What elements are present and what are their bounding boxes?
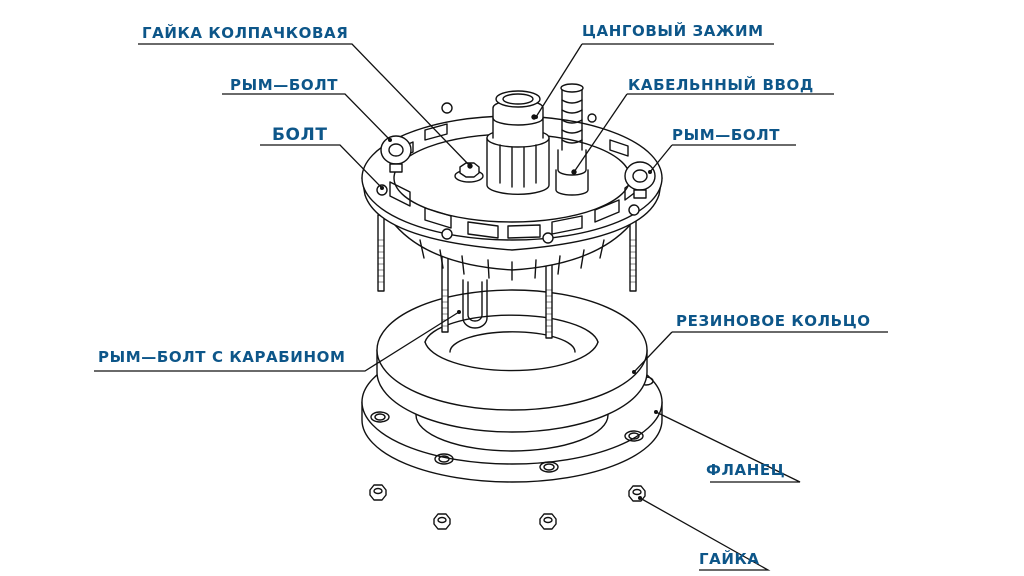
label-bolt: БОЛТ xyxy=(272,125,328,145)
label-rubber-ring: РЕЗИНОВОЕ КОЛЬЦО xyxy=(676,312,871,330)
label-eye-bolt-right: РЫМ—БОЛТ xyxy=(672,126,781,144)
top-housing xyxy=(361,83,663,281)
leader-lines xyxy=(94,43,888,571)
nuts xyxy=(369,484,646,530)
label-flange: ФЛАНЕЦ xyxy=(706,461,786,479)
leader-dots xyxy=(380,115,658,500)
label-eye-bolt-carabiner: РЫМ—БОЛТ С КАРАБИНОМ xyxy=(98,348,346,366)
label-collet-clamp: ЦАНГОВЫЙ ЗАЖИМ xyxy=(582,22,764,40)
label-nut: ГАЙКА xyxy=(699,550,760,568)
label-cable-gland: КАБЕЛЬННЫЙ ВВОД xyxy=(628,76,814,94)
rubber-ring-part xyxy=(376,289,648,433)
label-eye-bolt-left: РЫМ—БОЛТ xyxy=(230,76,339,94)
label-cap-nut: ГАЙКА КОЛПАЧКОВАЯ xyxy=(142,24,349,42)
